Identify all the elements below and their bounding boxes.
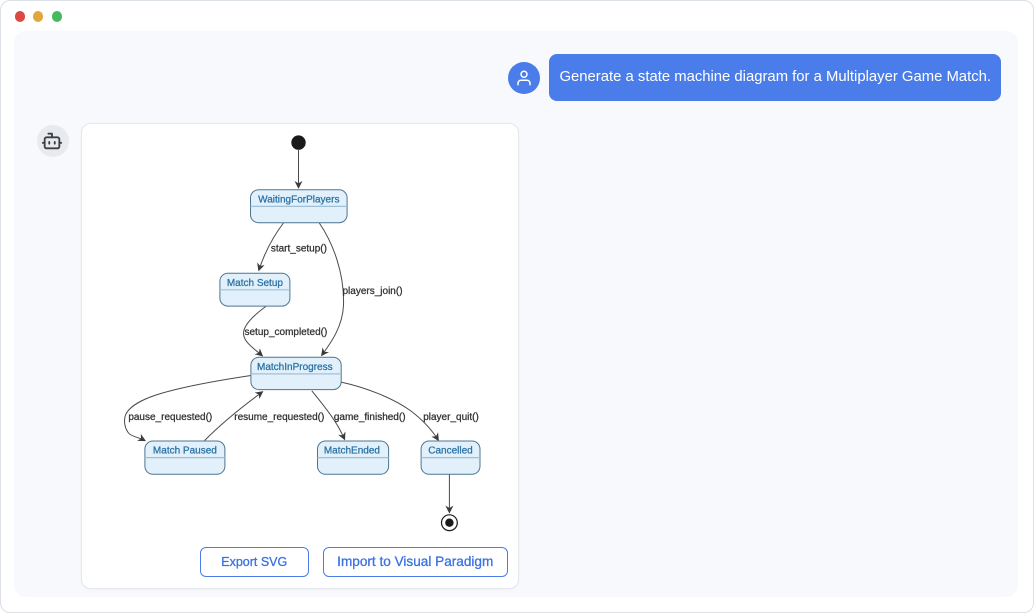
svg-text:MatchEnded: MatchEnded — [323, 445, 379, 456]
svg-text:setup_completed(): setup_completed() — [244, 327, 327, 338]
svg-text:MatchInProgress: MatchInProgress — [257, 361, 333, 372]
svg-text:Match Paused: Match Paused — [152, 445, 216, 456]
svg-text:Cancelled: Cancelled — [428, 445, 472, 456]
svg-text:players_join(): players_join() — [342, 286, 402, 297]
svg-text:WaitingForPlayers: WaitingForPlayers — [258, 194, 339, 205]
svg-text:player_quit(): player_quit() — [423, 412, 479, 423]
svg-text:resume_requested(): resume_requested() — [234, 412, 324, 423]
svg-text:game_finished(): game_finished() — [333, 412, 405, 423]
svg-text:Match Setup: Match Setup — [226, 277, 283, 288]
svg-text:start_setup(): start_setup() — [270, 243, 326, 254]
svg-text:pause_requested(): pause_requested() — [128, 412, 212, 423]
